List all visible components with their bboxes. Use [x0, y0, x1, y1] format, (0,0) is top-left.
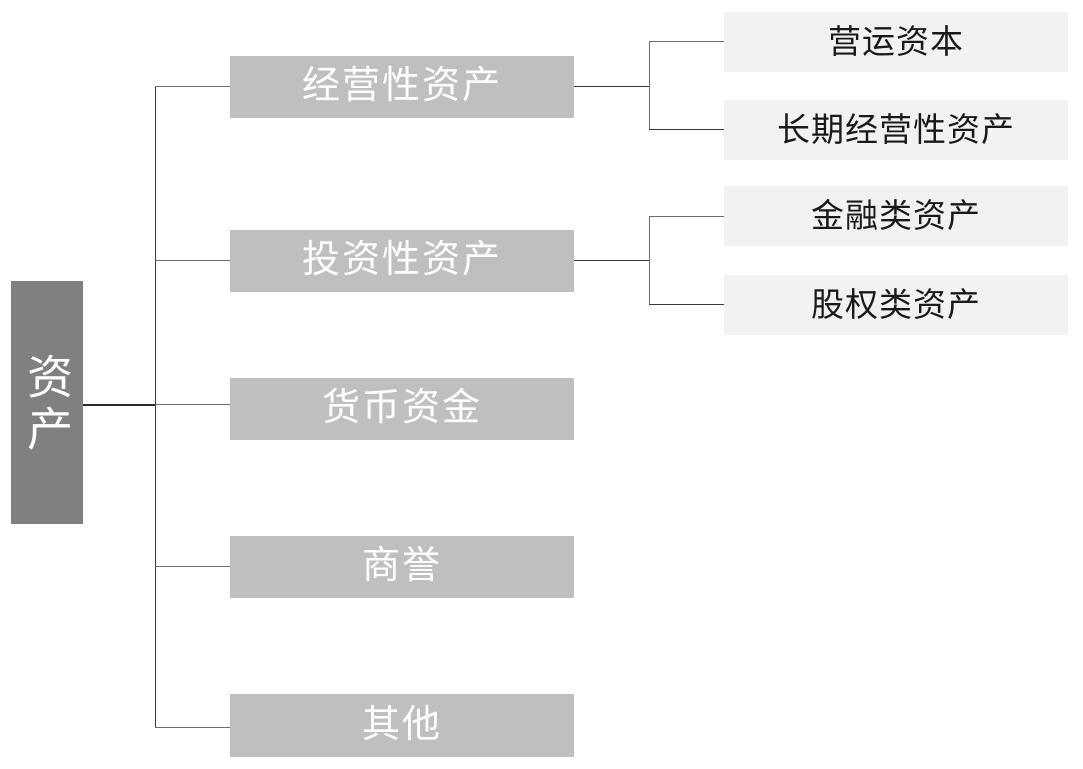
- node-long-term-operating-assets[interactable]: 长期经营性资产: [724, 100, 1068, 160]
- connector-spine-to-huobizijin: [155, 404, 230, 405]
- connector-to-jinrongleizichan: [649, 216, 725, 217]
- connector-spine-to-qita: [155, 727, 230, 728]
- node-investment-assets-label: 投资性资产: [301, 239, 502, 282]
- node-other-label: 其他: [361, 703, 442, 746]
- node-equity-assets[interactable]: 股权类资产: [724, 275, 1068, 335]
- node-investment-assets[interactable]: 投资性资产: [230, 230, 574, 292]
- node-root-label: 资产: [21, 352, 74, 457]
- node-working-capital-label: 营运资本: [828, 22, 964, 60]
- node-goodwill[interactable]: 商誉: [230, 536, 574, 598]
- node-working-capital[interactable]: 营运资本: [724, 12, 1068, 72]
- connector-jingyingxing-stub: [574, 86, 649, 87]
- node-other[interactable]: 其他: [230, 694, 574, 757]
- node-equity-assets-label: 股权类资产: [811, 285, 981, 323]
- connector-to-guquanleizichan: [649, 304, 725, 305]
- node-goodwill-label: 商誉: [361, 545, 442, 588]
- connector-touzixing-spine: [649, 216, 650, 304]
- node-operating-assets-label: 经营性资产: [301, 65, 502, 108]
- connector-spine-to-jingyingxing: [155, 86, 230, 87]
- node-financial-assets-label: 金融类资产: [811, 196, 981, 234]
- node-monetary-funds-label: 货币资金: [321, 387, 482, 430]
- connector-to-changqijingyingxingzichan: [649, 129, 725, 130]
- connector-touzixing-stub: [574, 260, 649, 261]
- node-operating-assets[interactable]: 经营性资产: [230, 56, 574, 118]
- connector-spine-to-touzixing: [155, 260, 230, 261]
- connector-jingyingxing-spine: [649, 41, 650, 129]
- node-root-assets[interactable]: 资产: [11, 281, 83, 524]
- node-monetary-funds[interactable]: 货币资金: [230, 378, 574, 440]
- connector-spine-to-shangyu: [155, 566, 230, 567]
- connector-root-to-spine: [83, 404, 155, 406]
- connector-level2-spine: [155, 86, 156, 727]
- node-long-term-operating-assets-label: 长期经营性资产: [777, 110, 1015, 148]
- connector-to-yingyunziben: [649, 41, 725, 42]
- node-financial-assets[interactable]: 金融类资产: [724, 186, 1068, 246]
